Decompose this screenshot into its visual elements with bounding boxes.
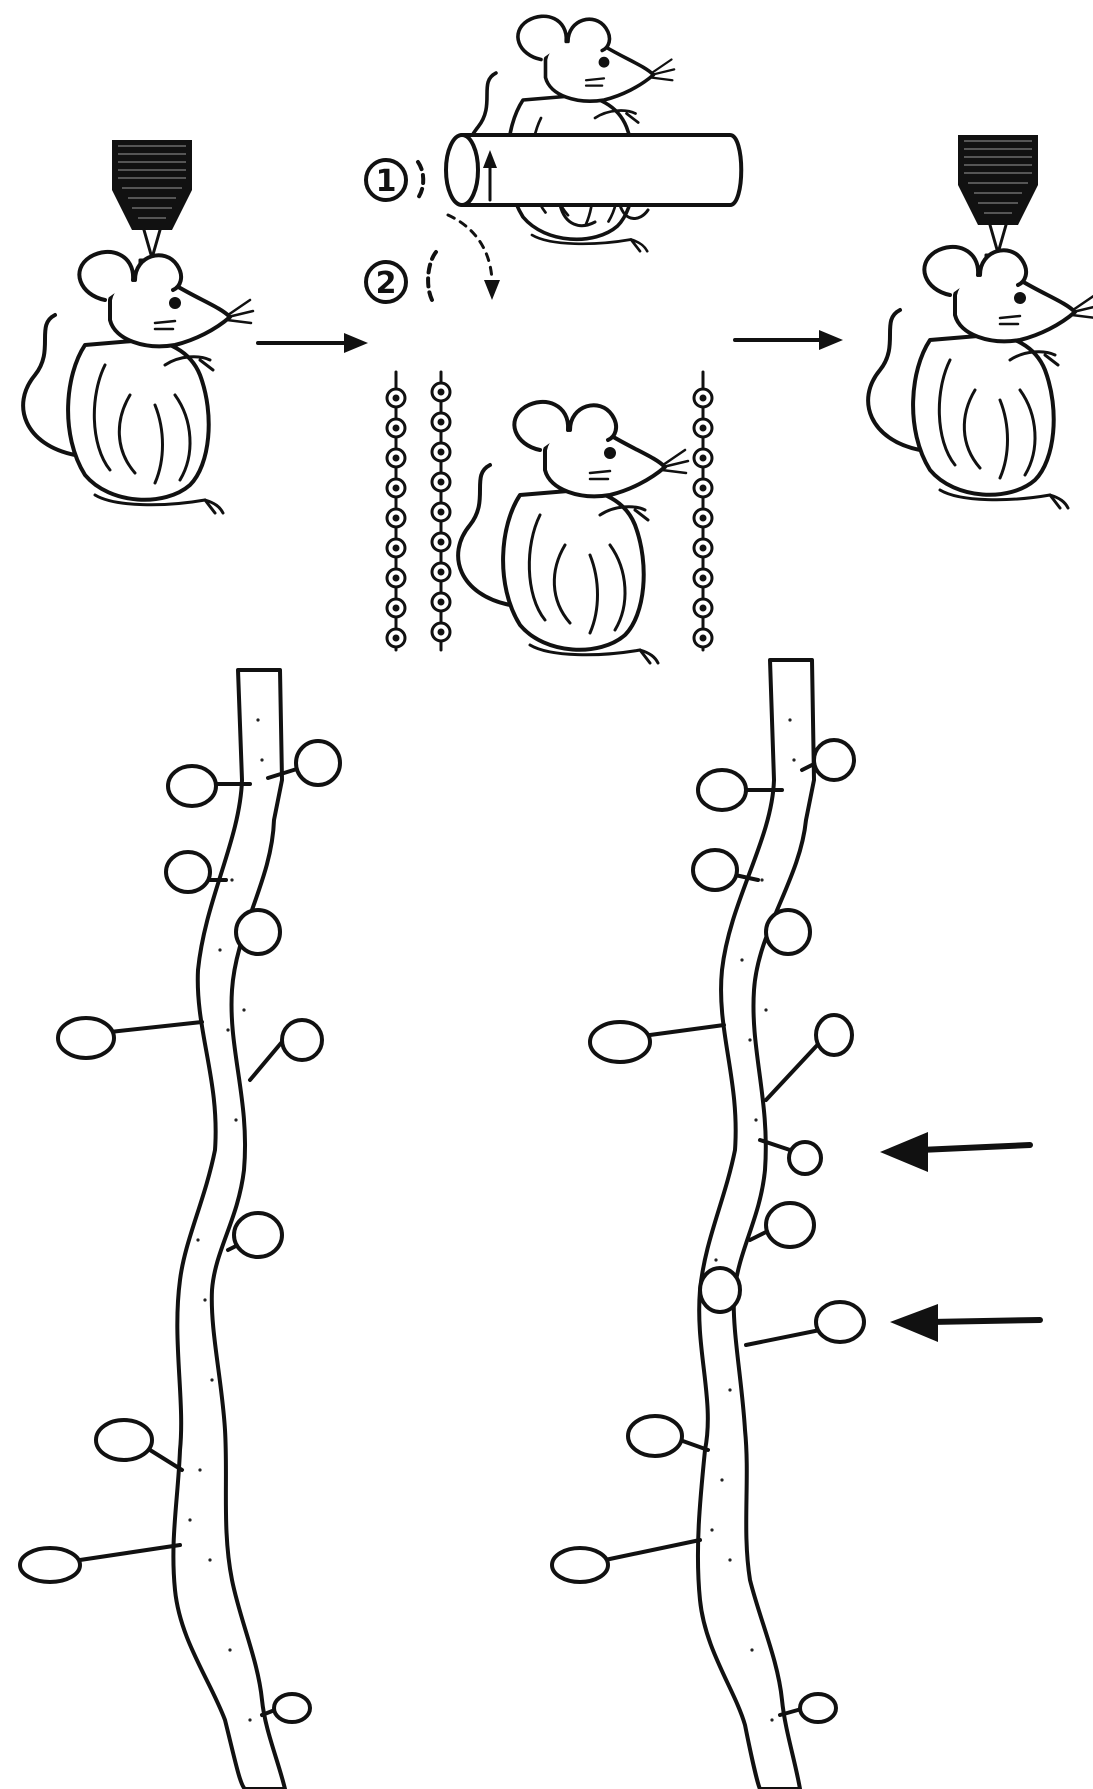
dendritic-spine — [552, 1540, 700, 1582]
step-1-marker: 1 — [366, 160, 423, 200]
dendritic-spine — [750, 1203, 814, 1247]
beaded-chain-icon — [387, 372, 405, 650]
mouse-icon — [23, 252, 253, 513]
new-spine-arrow-icon — [880, 1132, 1030, 1172]
dendritic-spine — [236, 910, 280, 954]
dendritic-spine — [780, 1694, 836, 1722]
dendritic-spine — [20, 1545, 180, 1582]
dendritic-spine — [766, 910, 810, 954]
step-2-marker: 2 — [366, 252, 436, 302]
arrow-icon — [258, 333, 368, 353]
dendritic-spine — [628, 1416, 708, 1456]
arrow-icon — [735, 330, 843, 350]
dendritic-spine — [590, 1022, 724, 1062]
dendritic-spine — [700, 1268, 740, 1312]
dendritic-spine — [96, 1420, 182, 1470]
dendritic-spine — [766, 1015, 852, 1100]
dendritic-spine — [168, 766, 250, 806]
dendritic-spine-new — [760, 1140, 821, 1174]
beaded-chain-icon — [694, 372, 712, 650]
dendritic-spine — [58, 1018, 202, 1058]
microscope-objective-icon — [112, 140, 192, 274]
dendrite-icon — [20, 670, 340, 1789]
dendritic-spine — [228, 1213, 282, 1257]
svg-text:2: 2 — [376, 266, 397, 301]
dendritic-spine — [250, 1020, 322, 1080]
dendritic-spine-new — [746, 1302, 864, 1345]
mouse-icon — [458, 402, 688, 663]
beaded-chain-icon — [432, 372, 450, 650]
svg-text:1: 1 — [376, 164, 397, 199]
dendrite-icon — [552, 660, 864, 1789]
mouse-icon — [868, 247, 1093, 508]
dendritic-spine — [262, 1694, 310, 1722]
new-spine-arrow-icon — [890, 1304, 1040, 1342]
